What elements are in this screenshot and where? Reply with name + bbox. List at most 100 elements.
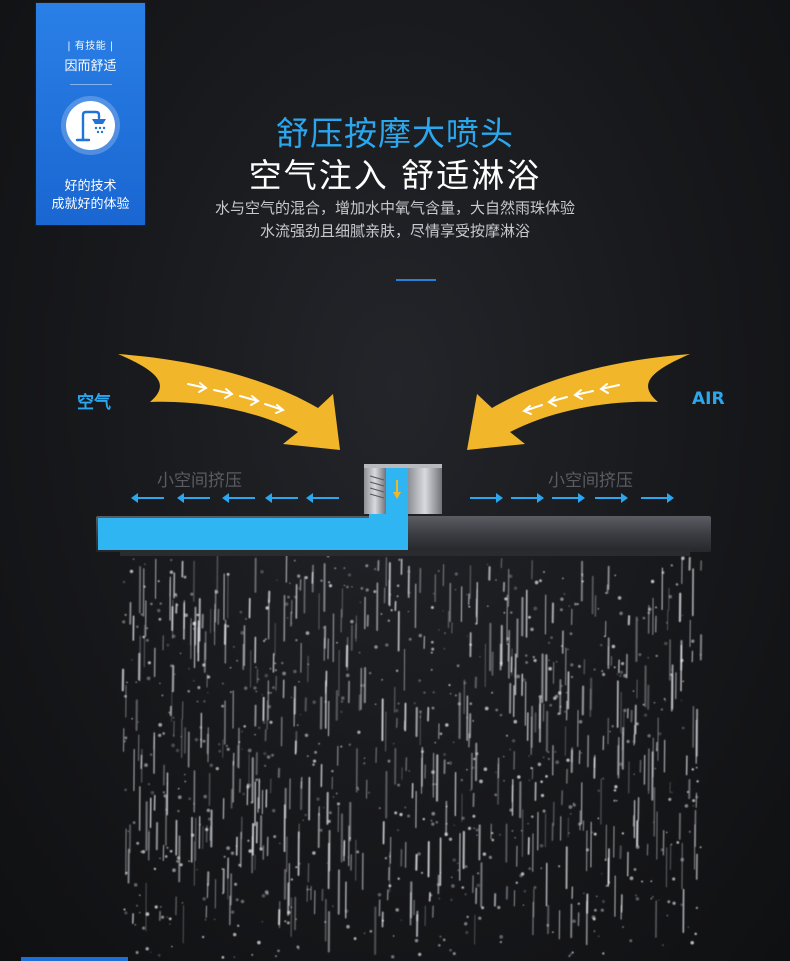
water-droplet bbox=[545, 775, 548, 778]
water-droplet bbox=[135, 951, 139, 954]
water-droplet bbox=[655, 748, 658, 751]
water-droplet bbox=[231, 910, 235, 914]
water-droplet bbox=[287, 595, 290, 599]
water-droplet bbox=[149, 753, 153, 756]
water-droplet bbox=[348, 743, 351, 746]
water-droplet bbox=[497, 905, 501, 910]
water-droplet bbox=[240, 899, 245, 904]
water-droplet bbox=[388, 593, 392, 596]
water-droplet bbox=[346, 585, 349, 589]
water-droplet bbox=[635, 897, 640, 901]
badge-icon-circle bbox=[66, 101, 115, 150]
water-droplet bbox=[547, 757, 550, 761]
water-droplet bbox=[479, 779, 483, 784]
water-droplet bbox=[699, 846, 702, 849]
water-droplet bbox=[143, 585, 146, 588]
water-droplet bbox=[150, 790, 155, 795]
water-droplet bbox=[163, 794, 168, 798]
water-droplet bbox=[221, 682, 224, 685]
water-cutaway bbox=[98, 466, 408, 550]
water-droplet bbox=[336, 802, 341, 806]
water-droplet bbox=[122, 580, 126, 584]
water-droplet bbox=[439, 732, 443, 736]
water-droplet bbox=[240, 631, 245, 635]
water-droplet bbox=[668, 594, 673, 599]
water-droplet bbox=[421, 871, 423, 874]
water-droplet bbox=[238, 741, 241, 744]
compression-arrows-right bbox=[470, 493, 674, 503]
air-label-left: 空气 bbox=[77, 393, 111, 413]
water-droplet bbox=[159, 602, 162, 605]
water-droplet bbox=[124, 736, 128, 740]
water-droplet bbox=[463, 922, 468, 926]
water-droplet bbox=[233, 956, 236, 958]
plate-underside bbox=[120, 550, 690, 556]
water-droplet bbox=[358, 651, 361, 654]
water-droplet bbox=[242, 792, 245, 796]
water-droplet bbox=[259, 847, 263, 851]
water-droplet bbox=[665, 831, 668, 834]
water-droplet bbox=[431, 822, 435, 826]
water-droplet bbox=[600, 872, 603, 875]
water-droplet bbox=[675, 583, 679, 586]
water-droplet bbox=[475, 622, 478, 625]
water-droplet bbox=[461, 816, 465, 820]
water-droplet bbox=[203, 794, 208, 799]
water-droplet bbox=[432, 691, 435, 694]
water-droplet bbox=[511, 829, 514, 832]
water-droplet bbox=[654, 606, 658, 609]
water-droplet bbox=[577, 822, 582, 826]
water-droplet bbox=[316, 797, 320, 801]
water-droplet bbox=[682, 680, 685, 683]
water-droplet bbox=[513, 719, 518, 724]
water-droplet bbox=[201, 935, 205, 939]
water-droplet bbox=[506, 637, 510, 641]
water-droplet bbox=[273, 835, 277, 839]
water-droplet bbox=[157, 608, 161, 613]
water-droplet bbox=[597, 817, 600, 820]
water-droplet bbox=[202, 663, 206, 667]
water-droplet bbox=[602, 952, 605, 955]
water-droplet bbox=[668, 797, 672, 801]
water-droplet bbox=[503, 611, 506, 614]
water-droplet bbox=[243, 686, 248, 690]
water-droplet bbox=[157, 580, 160, 583]
water-droplet bbox=[439, 935, 442, 938]
badge-text-line2: 成就好的体验 bbox=[51, 197, 130, 212]
water-droplet bbox=[395, 669, 399, 673]
water-droplet bbox=[396, 595, 399, 598]
water-droplet bbox=[232, 645, 235, 648]
water-droplet bbox=[463, 681, 467, 685]
water-droplet bbox=[397, 783, 401, 787]
water-droplet bbox=[652, 895, 654, 898]
water-droplet bbox=[652, 821, 655, 823]
water-droplet bbox=[614, 785, 618, 789]
water-droplet bbox=[381, 919, 384, 922]
water-droplet bbox=[253, 686, 257, 690]
water-droplet bbox=[286, 921, 290, 925]
water-droplet bbox=[284, 602, 289, 606]
water-droplet bbox=[499, 941, 502, 944]
water-droplet bbox=[631, 740, 634, 743]
water-droplet bbox=[623, 708, 627, 713]
water-droplet bbox=[387, 619, 391, 622]
water-droplet bbox=[681, 726, 685, 730]
water-droplet bbox=[670, 564, 673, 567]
water-droplet bbox=[150, 602, 153, 606]
water-droplet bbox=[613, 789, 617, 792]
water-droplet bbox=[254, 733, 256, 736]
water-droplet bbox=[557, 691, 562, 695]
water-droplet bbox=[452, 952, 456, 956]
water-droplet bbox=[328, 811, 332, 815]
water-droplet bbox=[267, 705, 272, 709]
water-droplet bbox=[494, 793, 498, 797]
water-droplet bbox=[159, 906, 162, 908]
water-droplet bbox=[591, 915, 596, 920]
water-droplet bbox=[576, 603, 579, 606]
water-droplet bbox=[213, 918, 216, 921]
headline-description: 水与空气的混合，增加水中氧气含量，大自然雨珠体验 水流强劲且细腻亲肤，尽情享受按… bbox=[0, 197, 790, 243]
water-droplet bbox=[380, 613, 383, 615]
water-droplet bbox=[520, 829, 523, 832]
water-droplet bbox=[663, 697, 666, 701]
water-droplet bbox=[221, 956, 225, 959]
